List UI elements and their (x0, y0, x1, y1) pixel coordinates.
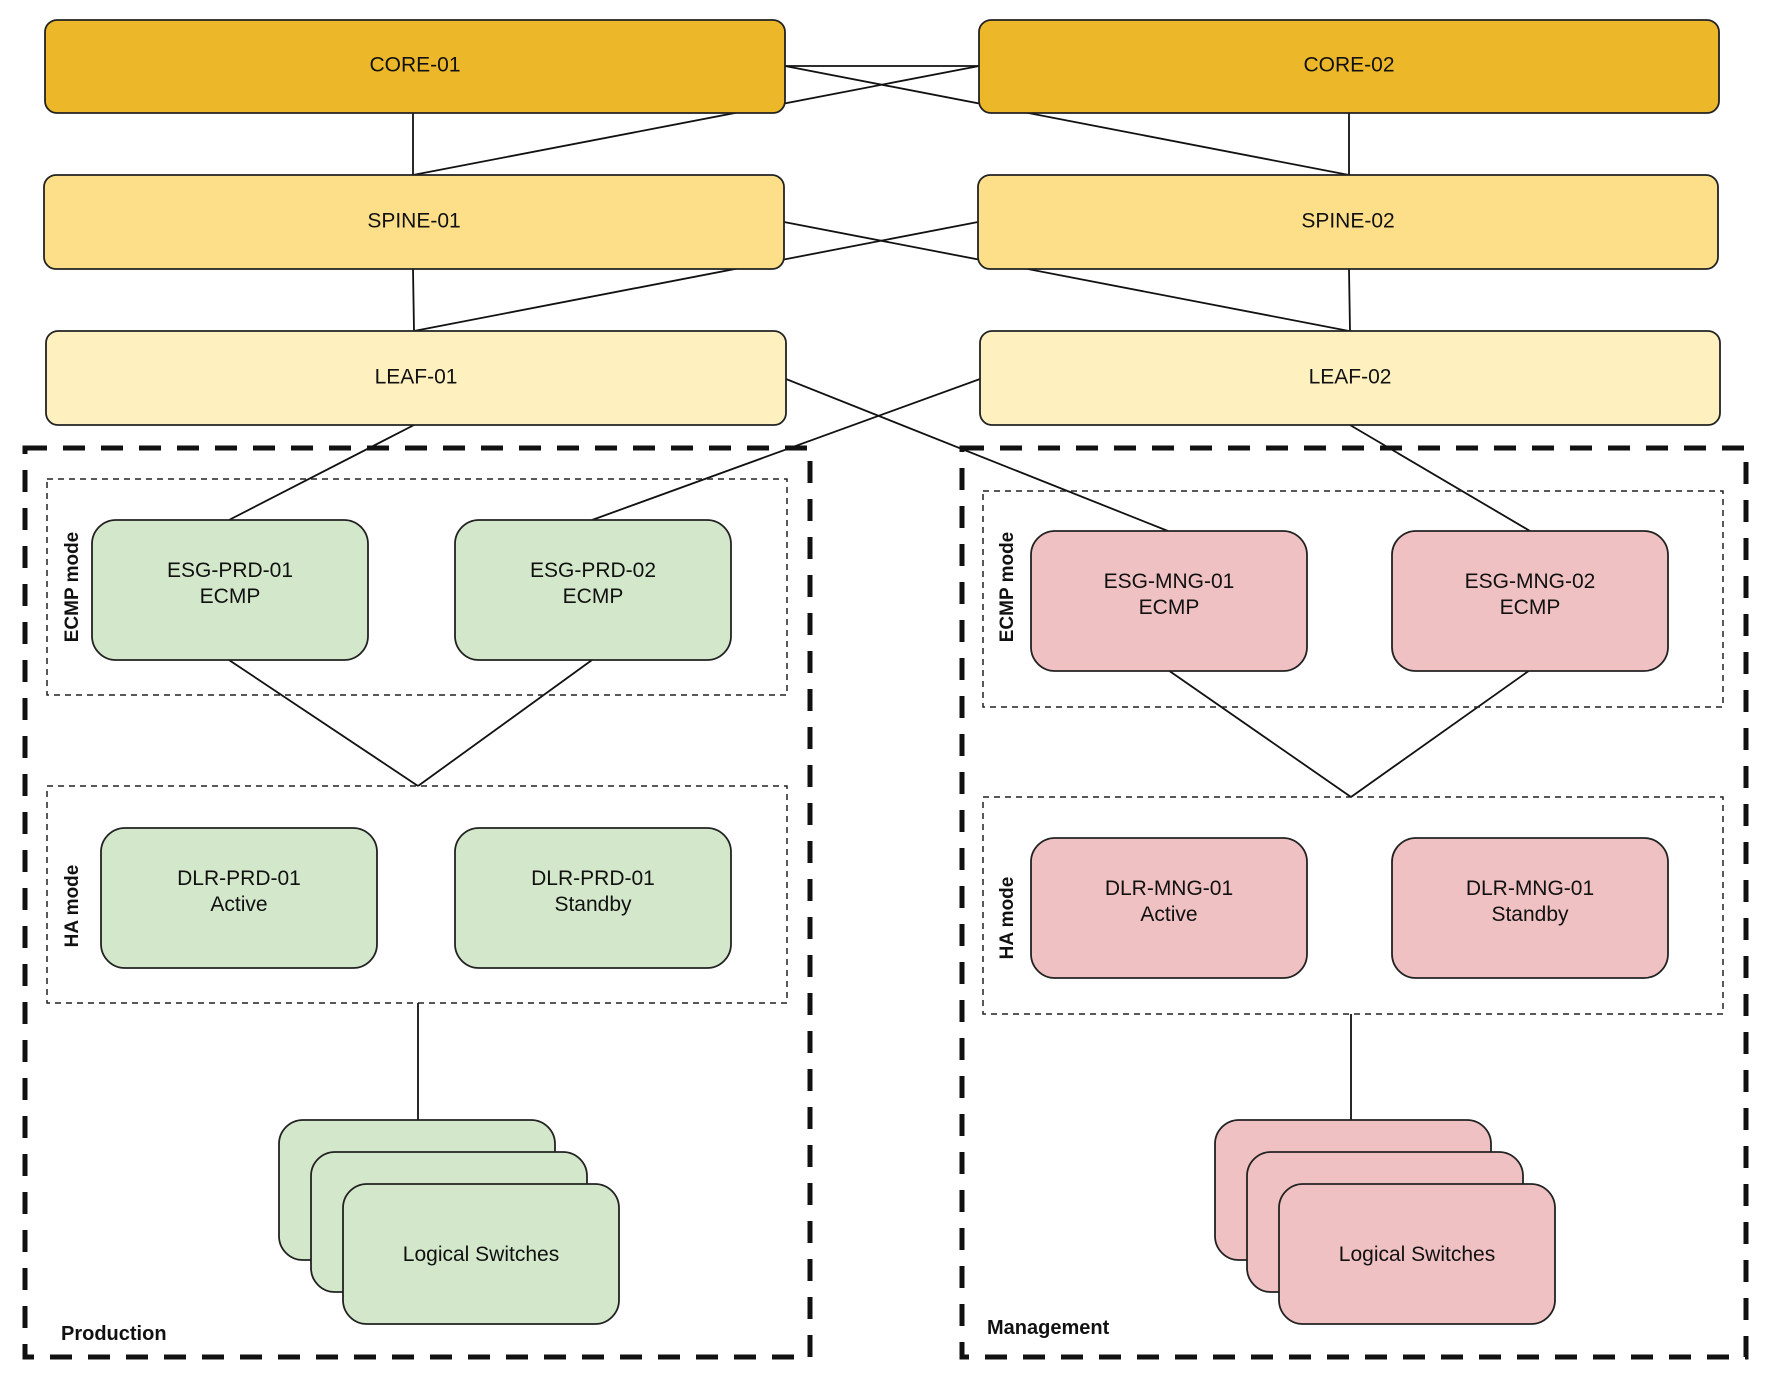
dlr-prd-standby-node: DLR-PRD-01 Standby (454, 827, 732, 969)
link-spine01-spine02cross (783, 221, 1350, 332)
dlr-prd-standby-name: DLR-PRD-01 (531, 867, 655, 890)
esg-mng-01-mode: ECMP (1139, 596, 1200, 619)
production-ecmp-mode-label: ECMP mode (62, 532, 83, 643)
leaf-02-node: LEAF-02 (979, 330, 1721, 426)
link-spine01-leaf01 (412, 268, 415, 332)
esg-mng-02-box (1391, 530, 1669, 672)
core-02-label: CORE-02 (1303, 54, 1394, 77)
link-spine02-leaf01 (413, 221, 979, 332)
esg-prd-01-node: ESG-PRD-01 ECMP (91, 519, 369, 661)
link-core02-spine01 (412, 65, 980, 176)
core-01-label: CORE-01 (369, 54, 460, 77)
esg-mng-02-node: ESG-MNG-02 ECMP (1391, 530, 1669, 672)
esg-mng-01-node: ESG-MNG-01 ECMP (1030, 530, 1308, 672)
leaf-02-box (979, 330, 1721, 426)
spine-02-label: SPINE-02 (1301, 210, 1394, 233)
dlr-mng-standby-role: Standby (1491, 903, 1569, 926)
management-zone (959, 445, 1749, 1360)
dlr-mng-active-role: Active (1140, 903, 1197, 926)
leaf-01-box (45, 330, 787, 426)
management-ha-mode-label: HA mode (997, 877, 1018, 960)
dlr-prd-active-box (100, 827, 378, 969)
esg-mng-01-box (1030, 530, 1308, 672)
esg-prd-02-node: ESG-PRD-02 ECMP (454, 519, 732, 661)
link-esgprd01-dlr (228, 659, 419, 787)
esg-mng-01-name: ESG-MNG-01 (1104, 570, 1235, 593)
core-02-box (978, 19, 1720, 114)
spine-01-box (43, 174, 785, 270)
production-ha-group (46, 785, 788, 1004)
leaf-01-label: LEAF-01 (375, 366, 458, 389)
leaf-02-label: LEAF-02 (1309, 366, 1392, 389)
management-ecmp-group (982, 490, 1724, 708)
dlr-mng-standby-node: DLR-MNG-01 Standby (1391, 837, 1669, 979)
spine-02-box (977, 174, 1719, 270)
production-switch-card-front (342, 1183, 620, 1325)
dlr-mng-active-node: DLR-MNG-01 Active (1030, 837, 1308, 979)
link-esgprd02-dlr (417, 659, 593, 787)
dlr-prd-active-role: Active (210, 893, 267, 916)
link-leaf01-esgprd01 (228, 424, 415, 521)
esg-prd-01-mode: ECMP (200, 585, 261, 608)
esg-mng-02-mode: ECMP (1500, 596, 1561, 619)
management-zone-label: Management (987, 1317, 1110, 1339)
dlr-mng-standby-box (1391, 837, 1669, 979)
production-ecmp-group (46, 478, 788, 696)
production-logical-switches: Logical Switches (278, 1119, 620, 1325)
spine-01-label: SPINE-01 (367, 210, 460, 233)
core-01-box (44, 19, 786, 114)
esg-prd-01-name: ESG-PRD-01 (167, 559, 293, 582)
core-02-node: CORE-02 (978, 19, 1720, 114)
esg-prd-01-box (91, 519, 369, 661)
dlr-prd-active-node: DLR-PRD-01 Active (100, 827, 378, 969)
esg-prd-02-box (454, 519, 732, 661)
link-esgmng02-dlr (1350, 669, 1531, 798)
esg-mng-02-name: ESG-MNG-02 (1465, 570, 1596, 593)
production-zone (22, 445, 813, 1360)
management-ecmp-mode-label: ECMP mode (997, 532, 1018, 643)
dlr-prd-standby-role: Standby (554, 893, 632, 916)
dlr-mng-active-box (1030, 837, 1308, 979)
dlr-mng-standby-name: DLR-MNG-01 (1466, 877, 1594, 900)
core-01-node: CORE-01 (44, 19, 786, 114)
link-core01-spine02 (784, 65, 1350, 176)
dlr-prd-standby-box (454, 827, 732, 969)
dlr-mng-active-name: DLR-MNG-01 (1105, 877, 1233, 900)
spine-01-node: SPINE-01 (43, 174, 785, 270)
esg-prd-02-mode: ECMP (563, 585, 624, 608)
link-leaf02-esgmng02 (1349, 424, 1531, 532)
production-switches-label: Logical Switches (403, 1243, 559, 1266)
production-ha-mode-label: HA mode (62, 865, 83, 948)
esg-prd-02-name: ESG-PRD-02 (530, 559, 656, 582)
connections (228, 65, 1531, 1120)
management-switches-label: Logical Switches (1339, 1243, 1495, 1266)
dlr-prd-active-name: DLR-PRD-01 (177, 867, 301, 890)
spine-02-node: SPINE-02 (977, 174, 1719, 270)
leaf-01-node: LEAF-01 (45, 330, 787, 426)
management-logical-switches: Logical Switches (1214, 1119, 1556, 1325)
link-leaf01-esgmng01 (785, 378, 1169, 532)
management-switch-card-front (1278, 1183, 1556, 1325)
link-spine02-leaf02 (1348, 268, 1351, 332)
production-zone-label: Production (61, 1323, 167, 1345)
link-esgmng01-dlr (1167, 669, 1352, 798)
management-ha-group (982, 796, 1724, 1015)
